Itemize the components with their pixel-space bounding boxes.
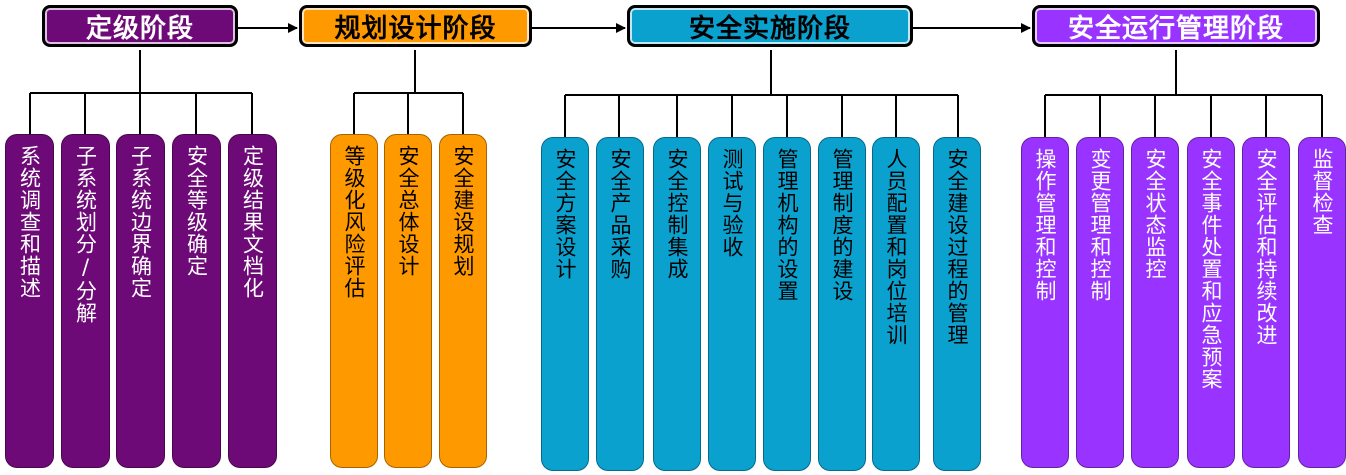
stage-4-item-3: 安全状态监控 <box>1131 137 1179 468</box>
stage-2-title: 规划设计阶段 <box>334 13 497 44</box>
stage-2-item-3: 安全建设规划 <box>439 134 487 468</box>
stage-1-header: 定级阶段 <box>42 5 238 47</box>
stage-1-item-3: 子系统边界确定 <box>116 134 165 468</box>
stage-4-header: 安全运行管理阶段 <box>1032 5 1320 47</box>
stage-3-item-1: 安全方案设计 <box>541 137 589 471</box>
stage-3-item-8: 安全建设过程的管理 <box>933 137 981 471</box>
stage-2-item-1: 等级化风险评估 <box>330 134 378 468</box>
stage-1-item-4: 安全等级确定 <box>172 134 221 468</box>
stage-4-item-6: 监督检查 <box>1298 137 1346 468</box>
stage-1-item-1: 系统调查和描述 <box>5 134 54 468</box>
stage-4-item-4: 安全事件处置和应急预案 <box>1187 137 1235 468</box>
stage-3-item-7: 人员配置和岗位培训 <box>872 137 920 471</box>
stage-3-item-6: 管理制度的建设 <box>818 137 866 471</box>
stage-1-item-2: 子系统划分/分解 <box>61 134 110 468</box>
stage-3-item-3: 安全控制集成 <box>653 137 701 471</box>
stage-1-title: 定级阶段 <box>85 13 194 44</box>
stage-3-header: 安全实施阶段 <box>627 5 913 47</box>
stage-3-item-5: 管理机构的设置 <box>763 137 811 471</box>
stage-3-item-2: 安全产品采购 <box>596 137 644 471</box>
stage-2-item-2: 安全总体设计 <box>384 134 432 468</box>
stage-3-item-4: 测试与验收 <box>708 137 756 471</box>
stage-4-title: 安全运行管理阶段 <box>1067 13 1284 44</box>
stage-4-item-1: 操作管理和控制 <box>1021 137 1069 468</box>
stage-4-item-2: 变更管理和控制 <box>1076 137 1124 468</box>
stage-2-header: 规划设计阶段 <box>299 5 532 47</box>
stage-1-item-5: 定级结果文档化 <box>228 134 277 468</box>
stage-4-item-5: 安全评估和持续改进 <box>1242 137 1290 468</box>
stage-3-title: 安全实施阶段 <box>688 13 851 44</box>
